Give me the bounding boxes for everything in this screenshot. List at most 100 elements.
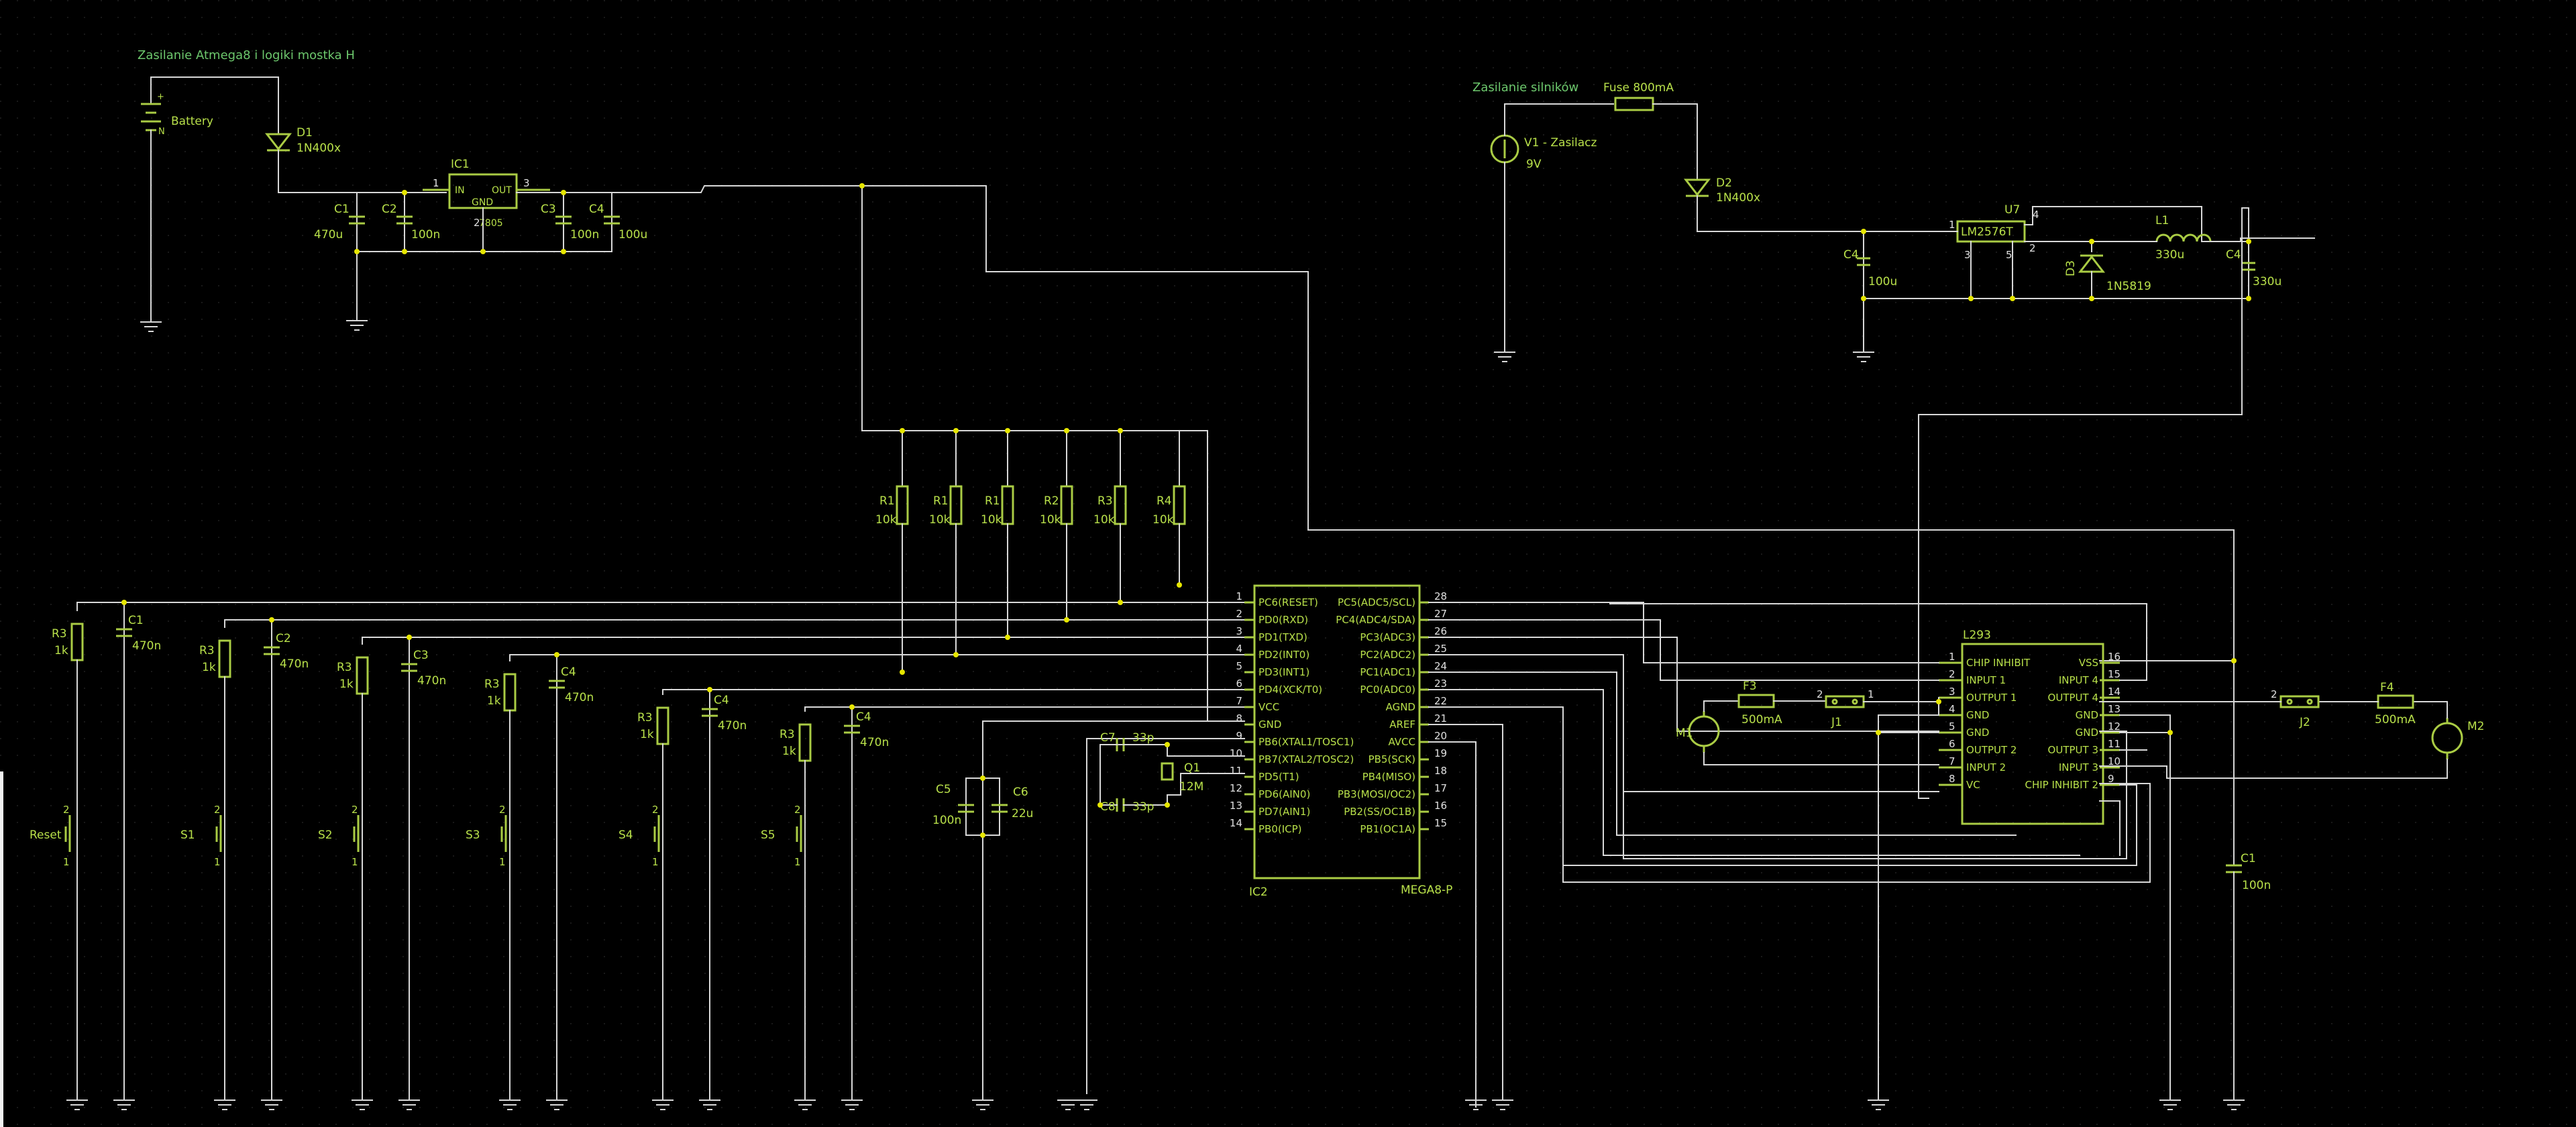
mcu-pin-label: PB2(SS/OC1B) [1344,806,1415,818]
c6-ref: C6 [1013,786,1028,799]
mcu-pin-number: 5 [1236,660,1242,672]
switch-label: S4 [619,828,633,842]
switch-label: Reset [30,828,62,842]
mcu-pin-number: 19 [1434,747,1447,759]
l293-pin-number: 12 [2108,720,2121,733]
logic-supply-title: Zasilanie Atmega8 i logiki mostka H [138,48,355,62]
wire-junction [269,617,274,623]
l293-pin-label: CHIP INHIBIT 2 [2025,779,2098,791]
c-out-ref: C4 [2226,248,2241,262]
capacitor-value: 100n [570,228,599,241]
wire-junction [1097,802,1103,808]
resistor-value: 10k [1093,513,1115,527]
l293-pin-number: 2 [1949,668,1955,680]
wire-junction [1118,600,1123,605]
wire-junction [2089,296,2094,301]
ic1-value: 7805 [479,218,503,229]
wire-junction [1861,229,1866,234]
mcu-pin-label: PC5(ADC5/SCL) [1338,596,1415,608]
capacitor-value: 100u [619,228,647,241]
l293-pin-number: 6 [1949,738,1955,750]
mcu-pin-number: 15 [1434,817,1447,829]
button-capacitor-value: 470n [417,674,446,688]
resistor-ref: R2 [1044,494,1059,508]
wire-junction [849,704,855,710]
d3-value: 1N5819 [2106,280,2151,293]
c-in-ref: C4 [1843,248,1859,262]
l293-pin-label: OUTPUT 3 [2048,744,2098,756]
ic1-gnd: GND [472,197,493,208]
u7-value: LM2576T [1961,225,2013,239]
l293-pin-number: 16 [2108,651,2121,663]
c-in-value: 100u [1868,275,1897,288]
button-resistor-value: 1k [640,728,654,741]
mcu-pin-label: PB4(MISO) [1362,771,1415,783]
switch-pin: 2 [794,804,801,816]
j2-pin2: 2 [2271,688,2277,700]
left-edge-strip [0,771,3,1127]
mcu-pin-label: GND [1258,718,1281,731]
switch-pin: 1 [794,856,801,868]
button-capacitor-ref: C2 [276,632,291,645]
wire-junction [1861,296,1866,301]
button-resistor-value: 1k [339,678,354,691]
inductor-l1 [2155,233,2212,242]
mcu-pin-number: 18 [1434,765,1447,777]
mcu-pin-label: PC4(ADC4/SDA) [1336,614,1415,626]
button-wire [224,619,272,628]
switch-pin: 2 [499,804,506,816]
resistor-ref: R3 [1097,494,1113,508]
l293-pin-number: 1 [1949,651,1955,663]
button-wire [509,654,557,661]
c7-ref: C7 [1100,731,1116,745]
mcu-pin-number: 14 [1230,817,1242,829]
wire-junction [554,652,559,657]
wire-junction [859,183,865,189]
capacitor-value: 100n [411,228,440,241]
switch-pin: 1 [499,856,506,868]
mcu-pin-label: PD5(T1) [1258,771,1299,783]
d2-value: 1N400x [1716,191,1760,205]
mcu-pin-label: PD7(AIN1) [1258,806,1310,818]
mcu-pin-label: AVCC [1388,736,1415,748]
l293-pin-label: OUTPUT 2 [1966,744,2017,756]
button-capacitor-value: 470n [565,691,594,704]
mcu-pin-label: PC1(ADC1) [1360,666,1415,678]
u7-pin4: 4 [2033,209,2039,221]
wire-junction [953,428,959,433]
wire-junction [121,600,127,605]
capacitor-c1-bottom: C1 100n [2226,852,2271,1101]
wire-junction [2089,239,2094,244]
wire-junctions [121,183,2251,838]
mcu-pin-label: PB3(MOSI/OC2) [1338,788,1415,800]
wire-junction [980,833,985,838]
mcu-pin-label: PC2(ADC2) [1360,649,1415,661]
l293-pin-label: GND [1966,727,1989,739]
mcu-pin-number: 9 [1236,730,1242,742]
mcu-pin-number: 21 [1434,712,1447,724]
button-resistor-ref: R3 [637,711,653,724]
wire-junction [1005,635,1010,640]
mcu-pin-label: PC3(ADC3) [1360,631,1415,643]
button-circuits: R31kC1470n21ResetR31kC2470n21S1R31kC3470… [30,602,1245,1101]
ic1-in: IN [455,185,465,196]
diode-d2 [1683,178,1711,197]
button-wire [76,602,125,611]
wire-junction [2010,296,2015,301]
resistor-value: 10k [1040,513,1061,527]
l293-pin-number: 8 [1949,773,1955,785]
wire-junction [402,249,407,254]
resistor-ref: R1 [933,494,949,508]
l1-value: 330u [2155,248,2184,262]
switch-label: S3 [466,828,480,842]
wire-junction [480,249,486,254]
crystal-q1 [1161,762,1174,781]
button-wire [662,689,710,695]
wire-junction [900,669,905,675]
ic1-pin1: 1 [433,177,439,189]
switch-pin: 2 [652,804,659,816]
